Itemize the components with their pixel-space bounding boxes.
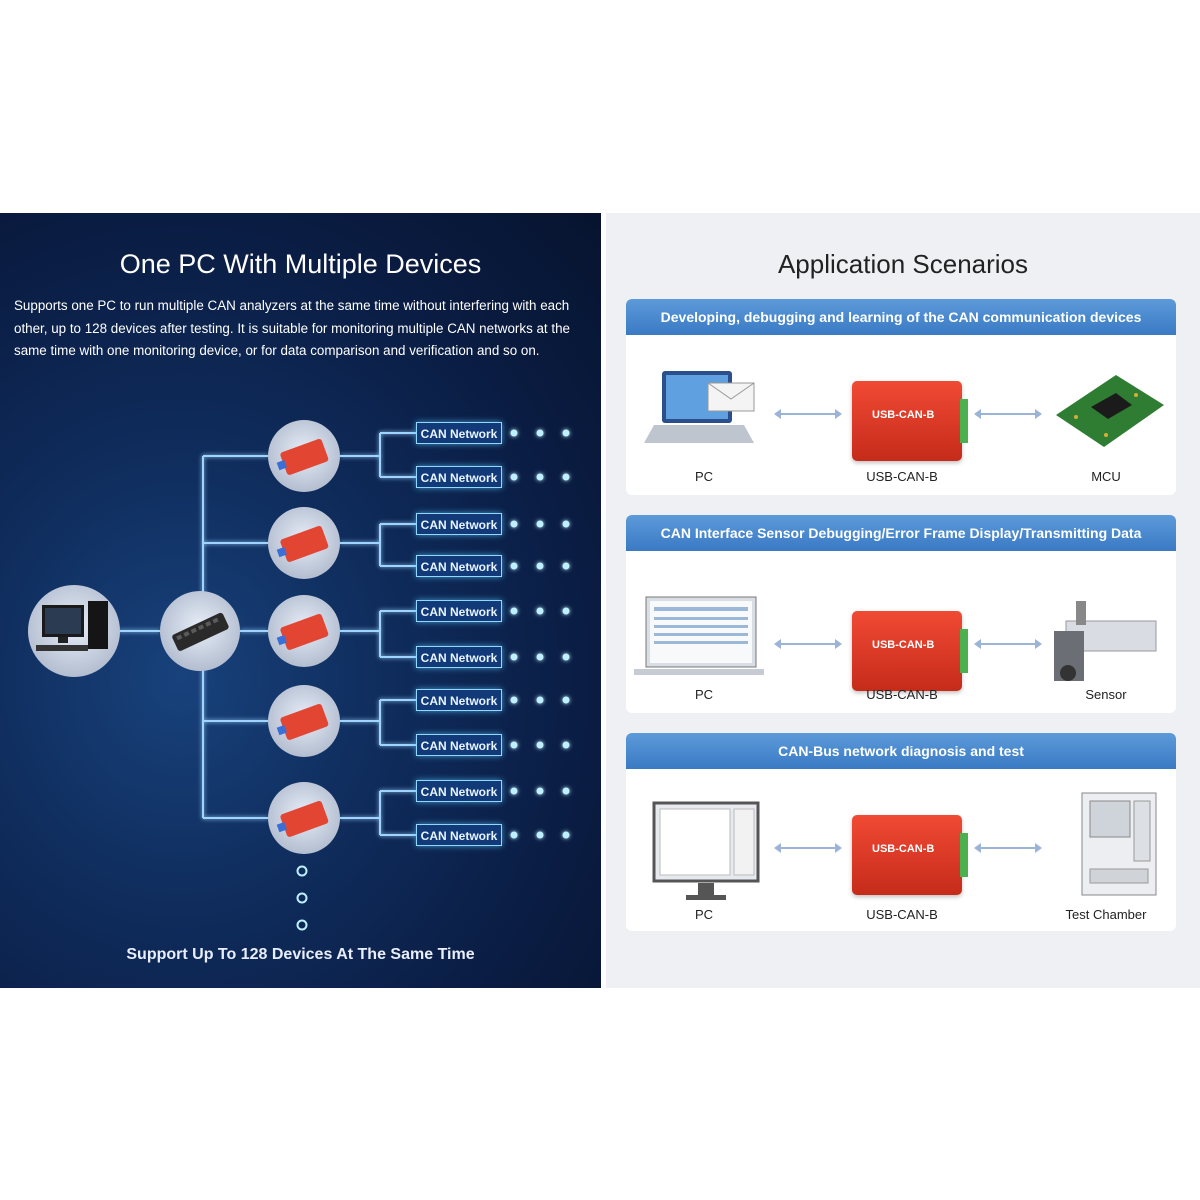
- can-network-label: CAN Network: [416, 780, 502, 802]
- scenario-card: CAN-Bus network diagnosis and test USB-C…: [626, 733, 1176, 931]
- desktop-pc-icon: [28, 585, 120, 677]
- scenario-card: CAN Interface Sensor Debugging/Error Fra…: [626, 515, 1176, 713]
- can-network-label: CAN Network: [416, 466, 502, 488]
- can-analyzer-icon: USB-CAN-B: [852, 611, 968, 691]
- mcu-board-icon: [1056, 375, 1164, 447]
- vertical-continuation-dots: [296, 865, 308, 931]
- bidirectional-arrow: [774, 843, 842, 853]
- test-chamber-icon: [1081, 792, 1157, 896]
- laptop-icon: [634, 596, 764, 675]
- can-analyzer-icon: [268, 420, 340, 492]
- scenario-right-label: Test Chamber: [1065, 907, 1147, 922]
- topology-diagram: [28, 420, 570, 931]
- scenario-device-label: USB-CAN-B: [866, 469, 938, 484]
- laptop-icon: [644, 371, 755, 443]
- sensor-machine-icon: [1054, 601, 1157, 681]
- can-network-label: CAN Network: [416, 600, 502, 622]
- can-network-label: CAN Network: [416, 689, 502, 711]
- can-analyzer-icon: [268, 782, 340, 854]
- can-analyzer-icon: [268, 595, 340, 667]
- bidirectional-arrow: [974, 843, 1042, 853]
- can-network-label: CAN Network: [416, 422, 502, 444]
- can-network-label: CAN Network: [416, 824, 502, 846]
- scenario-right-label: MCU: [1091, 469, 1121, 484]
- scenario-left-label: PC: [694, 469, 714, 484]
- scenario-header: Developing, debugging and learning of th…: [626, 299, 1176, 335]
- device-text: USB-CAN-B: [872, 409, 935, 421]
- can-network-label: CAN Network: [416, 513, 502, 535]
- can-analyzer-icon: [268, 507, 340, 579]
- can-network-label: CAN Network: [416, 555, 502, 577]
- bidirectional-arrow: [774, 639, 842, 649]
- left-panel: One PC With Multiple Devices Supports on…: [0, 213, 601, 988]
- scenario-left-label: PC: [694, 907, 714, 922]
- right-panel: Application Scenarios Developing, debugg…: [606, 213, 1200, 988]
- continuation-dots: [510, 429, 570, 839]
- bidirectional-arrow: [974, 639, 1042, 649]
- scenario-header: CAN-Bus network diagnosis and test: [626, 733, 1176, 769]
- left-title: One PC With Multiple Devices: [119, 249, 482, 279]
- usb-hub-icon: [160, 591, 240, 671]
- scenario-right-label: Sensor: [1085, 687, 1127, 702]
- can-network-label: CAN Network: [416, 646, 502, 668]
- bidirectional-arrow: [974, 409, 1042, 419]
- scenario-header: CAN Interface Sensor Debugging/Error Fra…: [626, 515, 1176, 551]
- can-analyzer-icon: USB-CAN-B: [852, 815, 968, 895]
- scenario-left-label: PC: [694, 687, 714, 702]
- can-analyzer-icon: USB-CAN-B: [852, 381, 968, 461]
- device-text: USB-CAN-B: [872, 843, 935, 855]
- bidirectional-arrow: [774, 409, 842, 419]
- left-footer: Support Up To 128 Devices At The Same Ti…: [126, 946, 475, 963]
- device-text: USB-CAN-B: [872, 639, 935, 651]
- scenario-device-label: USB-CAN-B: [866, 687, 938, 702]
- scenario-card: Developing, debugging and learning of th…: [626, 299, 1176, 495]
- scenario-device-label: USB-CAN-B: [866, 907, 938, 922]
- left-description: Supports one PC to run multiple CAN anal…: [14, 298, 570, 358]
- can-network-label: CAN Network: [416, 734, 502, 756]
- can-analyzer-icon: [268, 685, 340, 757]
- mail-icon: [707, 382, 755, 412]
- right-title: Application Scenarios: [777, 249, 1029, 279]
- monitor-icon: [652, 801, 760, 900]
